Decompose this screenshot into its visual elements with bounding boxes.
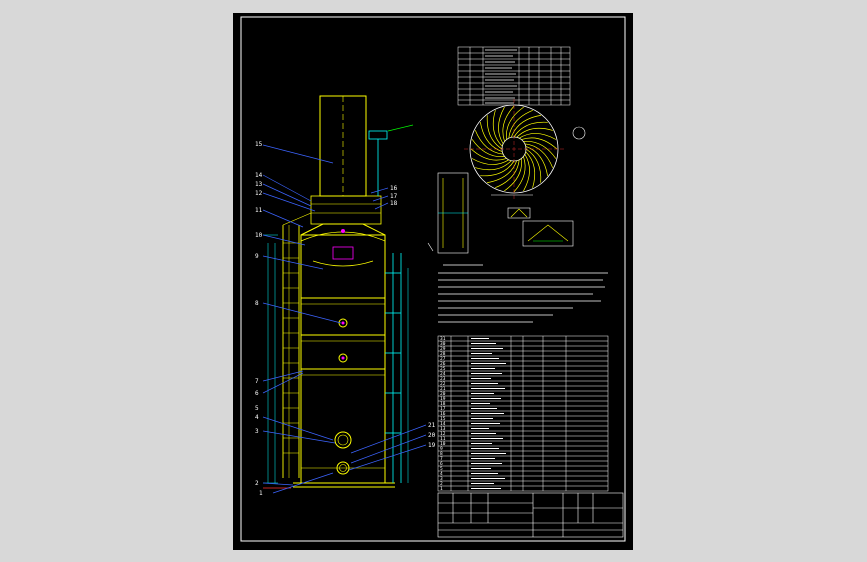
bom-item-number: 6 <box>440 461 443 467</box>
part-label: 7 <box>255 378 259 385</box>
part-label: 18 <box>390 200 398 207</box>
internal-details <box>263 229 354 489</box>
swirl-vane <box>492 110 503 147</box>
part-label: 20 <box>428 432 436 439</box>
bom-item-number: 5 <box>440 466 443 472</box>
swirl-vane <box>502 105 515 142</box>
part-label: 8 <box>255 300 259 307</box>
part-label: 13 <box>255 181 263 188</box>
cad-drawing-canvas: 15 14 13 12 11 10 9 8 7 6 5 4 3 2 1 16 1… <box>240 16 626 542</box>
bom-item-number: 16 <box>440 411 446 417</box>
part-label: 3 <box>255 428 259 435</box>
bom-item-number: 13 <box>440 426 446 432</box>
bom-item-number: 17 <box>440 406 446 412</box>
swirl-vane <box>471 139 505 158</box>
bom-item-number: 25 <box>440 366 446 372</box>
swirl-vane <box>495 159 520 189</box>
bom-item-number: 24 <box>440 371 446 377</box>
swirl-vane <box>480 160 515 177</box>
bom-item-number: 9 <box>440 446 443 452</box>
bom-item-number: 10 <box>440 441 446 447</box>
swirl-vane <box>487 160 518 183</box>
bom-item-number: 15 <box>440 416 446 422</box>
swirl-vane <box>519 133 557 140</box>
swirl-vane <box>525 148 542 183</box>
side-supports <box>263 130 409 484</box>
bom-item-number: 3 <box>440 476 443 482</box>
bom-item-number: 1 <box>440 486 443 492</box>
swirl-vane <box>516 127 553 138</box>
swirl-vane <box>523 140 557 159</box>
swirl-vane <box>474 130 504 155</box>
swirl-vane <box>475 160 512 171</box>
drawing-border <box>240 16 626 542</box>
swirl-vane <box>504 158 523 192</box>
bom-item-number: 29 <box>440 346 446 352</box>
swirl-vane <box>513 121 548 138</box>
bom-item-number: 27 <box>440 356 446 362</box>
title-block <box>437 492 624 538</box>
bom-item-number: 4 <box>440 471 443 477</box>
bom-item-number: 22 <box>440 381 446 387</box>
bill-of-materials <box>437 335 609 492</box>
swirl-vane <box>513 156 526 193</box>
bom-item-number: 8 <box>440 451 443 457</box>
bom-item-number: 14 <box>440 421 446 427</box>
detail-views <box>427 172 574 254</box>
swirl-vane <box>508 109 533 139</box>
bom-item-number: 18 <box>440 401 446 407</box>
swirl-vane <box>525 145 548 176</box>
part-label: 6 <box>255 390 259 397</box>
swirl-vane <box>498 106 505 144</box>
swirl-vane <box>523 154 530 192</box>
swirl-vane <box>471 158 509 165</box>
part-label: 14 <box>255 172 263 179</box>
part-label: 16 <box>390 185 398 192</box>
swirl-vane <box>505 106 524 140</box>
bom-item-number: 7 <box>440 456 443 462</box>
nozzle-table <box>457 46 571 106</box>
bom-item-number: 2 <box>440 481 443 487</box>
bom-item-number: 21 <box>440 386 446 392</box>
part-label: 12 <box>255 190 263 197</box>
swirl-vane <box>521 137 558 150</box>
part-labels-left: 15 14 13 12 11 10 9 8 7 6 5 4 3 2 1 <box>255 141 263 497</box>
swirl-vane <box>480 122 503 153</box>
swirl-vane <box>486 115 503 150</box>
bom-item-numbers: 3130292827262524232221201918171615141312… <box>440 336 446 492</box>
leader-lines <box>262 124 427 494</box>
ladder <box>282 212 312 478</box>
part-label: 10 <box>255 232 263 239</box>
part-label: 1 <box>259 490 263 497</box>
bom-item-number: 30 <box>440 341 446 347</box>
bom-item-number: 19 <box>440 396 446 402</box>
bom-item-number: 23 <box>440 376 446 382</box>
bom-item-number: 26 <box>440 361 446 367</box>
part-label: 15 <box>255 141 263 148</box>
part-label: 17 <box>390 193 398 200</box>
bom-item-number: 12 <box>440 431 446 437</box>
part-label: 19 <box>428 442 436 449</box>
part-label: 11 <box>255 207 263 214</box>
bom-item-number: 20 <box>440 391 446 397</box>
part-label: 9 <box>255 253 259 260</box>
swirl-vane <box>524 143 554 168</box>
part-label: 4 <box>255 414 259 421</box>
swirl-plate-view <box>464 99 586 199</box>
swirl-vane <box>470 148 507 161</box>
technical-notes <box>438 264 608 323</box>
bom-item-number: 31 <box>440 336 446 342</box>
swirl-vane <box>510 115 541 138</box>
bom-item-number: 28 <box>440 351 446 357</box>
part-labels-right: 16 17 18 21 20 19 <box>390 185 436 449</box>
bom-item-number: 11 <box>440 436 446 442</box>
part-label: 21 <box>428 422 436 429</box>
part-label: 2 <box>255 480 259 487</box>
part-label: 5 <box>255 405 259 412</box>
drawing-sheet: 15 14 13 12 11 10 9 8 7 6 5 4 3 2 1 16 1… <box>233 13 633 550</box>
vessel <box>293 95 395 488</box>
swirl-vane <box>525 151 536 188</box>
